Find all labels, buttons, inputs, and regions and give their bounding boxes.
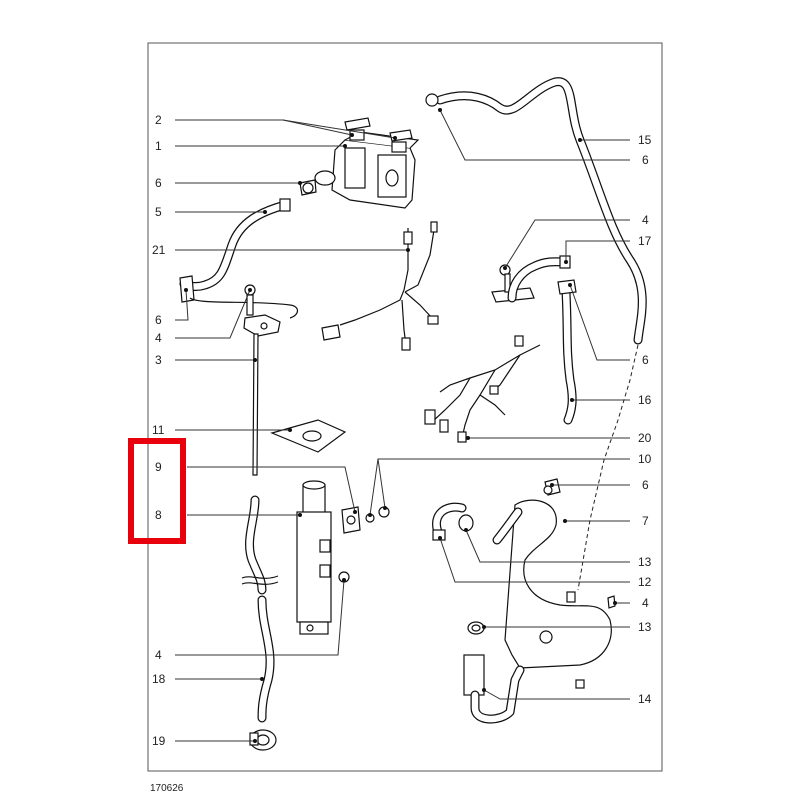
callout-label: 15 <box>638 133 652 147</box>
hose-16 <box>557 279 577 425</box>
valve-body-1 <box>314 117 420 209</box>
left-callouts: 2 1 6 5 21 6 4 3 11 9 8 4 18 19 <box>152 113 166 748</box>
callout-label: 6 <box>155 313 162 327</box>
callout-label: 18 <box>152 672 166 686</box>
drawing-number: 170626 <box>150 783 184 794</box>
callout-label: 17 <box>638 234 652 248</box>
parts-drawing <box>179 77 647 751</box>
callout-label: 4 <box>155 331 162 345</box>
hose-15-connection-line <box>577 344 639 591</box>
callout-label: 7 <box>642 514 649 528</box>
clamp-19 <box>249 729 277 751</box>
callout-label: 9 <box>155 460 162 474</box>
hose-15 <box>425 77 647 345</box>
pipe-14 <box>463 654 525 724</box>
hose-18 <box>241 495 279 723</box>
fitting-6a <box>299 179 317 196</box>
wiring-harness-21 <box>321 221 439 351</box>
reservoir-7 <box>492 485 616 689</box>
callout-label: 2 <box>155 113 162 127</box>
callout-label: 11 <box>152 423 165 437</box>
callout-label: 16 <box>638 393 652 407</box>
callout-label: 6 <box>642 478 649 492</box>
callout-label: 10 <box>638 452 652 466</box>
callout-label: 1 <box>155 139 162 153</box>
highlight-box <box>128 438 186 544</box>
wiring-harness-20 <box>424 335 541 443</box>
callout-label: 5 <box>155 205 162 219</box>
callout-label: 8 <box>155 508 162 522</box>
switch-9 <box>341 506 390 534</box>
leader-lines <box>175 109 630 742</box>
callout-label: 13 <box>638 620 652 634</box>
callout-label: 4 <box>642 213 649 227</box>
clamp-13b <box>467 621 485 635</box>
callout-label: 13 <box>638 555 652 569</box>
callout-label: 14 <box>638 692 652 706</box>
callout-label: 6 <box>642 153 649 167</box>
callout-label: 4 <box>642 596 649 610</box>
diagram-frame <box>147 42 663 772</box>
right-callouts: 15 6 4 17 6 16 20 10 6 7 13 12 4 13 14 <box>638 133 652 706</box>
tube-3 <box>252 333 259 476</box>
callout-label: 21 <box>152 243 166 257</box>
callout-label: 3 <box>155 353 162 367</box>
link-wire <box>189 297 299 319</box>
plate-11 <box>270 419 347 453</box>
callout-label: 20 <box>638 431 652 445</box>
elbow-12 <box>432 502 467 541</box>
callout-label: 4 <box>155 648 162 662</box>
callout-label: 6 <box>155 176 162 190</box>
callout-label: 12 <box>638 575 652 589</box>
leader-dots <box>184 108 617 743</box>
callout-label: 6 <box>642 353 649 367</box>
heater-assembly-8 <box>296 480 332 635</box>
callout-label: 19 <box>152 734 166 748</box>
